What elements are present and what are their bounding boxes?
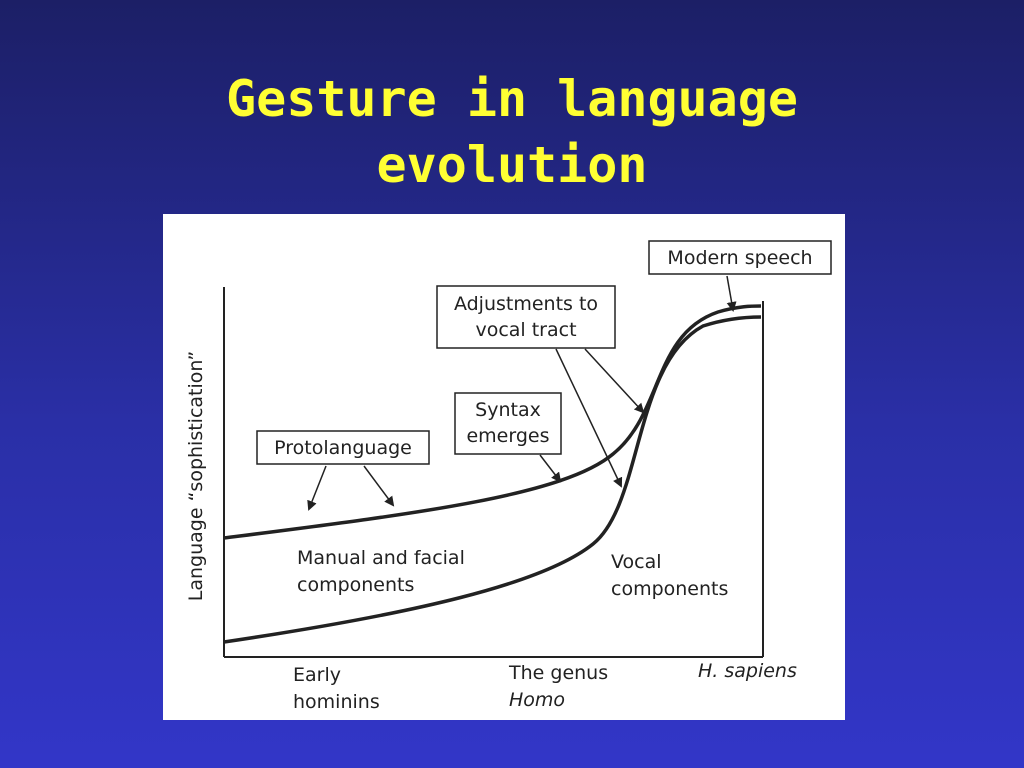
manual-facial-curve [223, 304, 762, 540]
adjustments-arrow-upper [584, 348, 645, 414]
diagram-canvas: Language “sophistication” Protolanguage … [185, 240, 832, 713]
vocal-curve [223, 315, 762, 644]
adjustments-label-line2: vocal tract [475, 319, 576, 341]
x-tick-genus-line2: Homo [509, 689, 565, 711]
x-tick-early-line2: hominins [293, 691, 380, 713]
protolanguage-arrow-left [307, 465, 327, 511]
slide-title-line2: evolution [376, 136, 648, 194]
manual-label-line1: Manual and facial [297, 547, 465, 569]
syntax-label-line2: emerges [466, 425, 549, 447]
slide-title-line1: Gesture in language [226, 70, 798, 128]
modern-speech-arrow [726, 275, 737, 312]
x-tick-genus-line1: The genus [508, 662, 608, 684]
x-tick-early-line1: Early [293, 664, 341, 686]
adjustments-box [436, 285, 616, 349]
evolution-diagram: Language “sophistication” Protolanguage … [163, 214, 845, 720]
syntax-arrow [539, 454, 562, 483]
adjustments-arrow-lower [555, 348, 623, 488]
protolanguage-label: Protolanguage [274, 437, 412, 459]
syntax-label-line1: Syntax [475, 399, 541, 421]
vocal-label-line1: Vocal [611, 551, 662, 573]
y-axis-label: Language “sophistication” [185, 351, 207, 601]
manual-label-line2: components [297, 574, 414, 596]
syntax-box [454, 392, 562, 455]
protolanguage-arrow-right [363, 465, 395, 507]
modern-speech-label: Modern speech [667, 247, 812, 269]
x-tick-sapiens: H. sapiens [698, 660, 797, 682]
modern-speech-box [648, 240, 832, 275]
adjustments-label-line1: Adjustments to [454, 293, 598, 315]
vocal-label-line2: components [611, 578, 728, 600]
protolanguage-box [256, 430, 430, 465]
slide-title: Gesture in language evolution [0, 66, 1024, 198]
